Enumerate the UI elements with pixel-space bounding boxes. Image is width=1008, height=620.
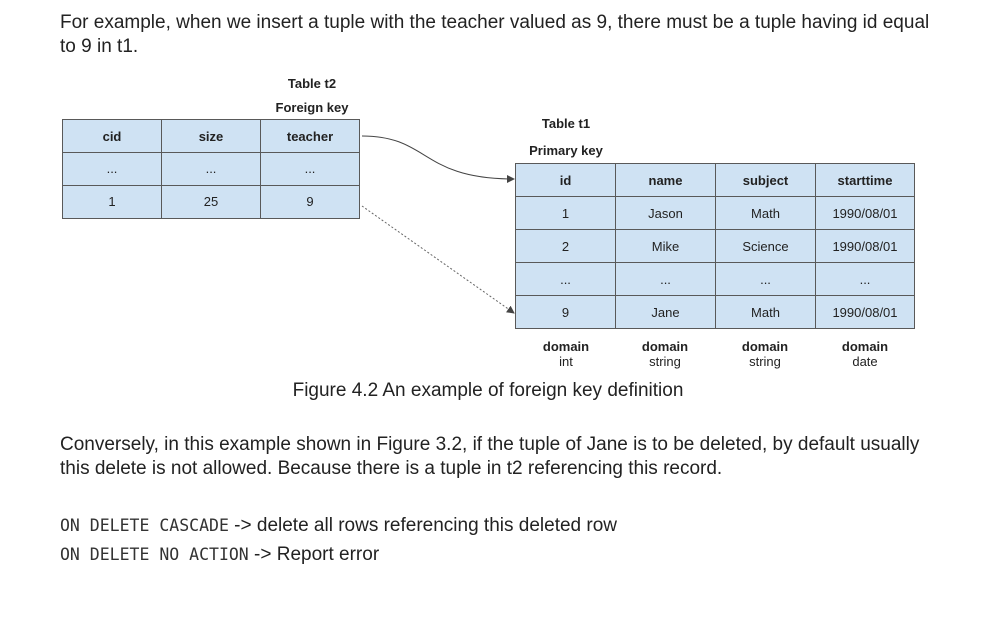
delete-paragraph: Conversely, in this example shown in Fig… [60, 434, 920, 479]
t1-cell: Jane [615, 295, 716, 329]
t1-cell: 9 [515, 295, 616, 329]
t1-cell: ... [515, 262, 616, 296]
value-reference-arrow [361, 205, 515, 314]
t2-cell: ... [260, 152, 360, 186]
t2-header-teacher: teacher [260, 119, 360, 153]
intro-paragraph: For example, when we insert a tuple with… [60, 12, 930, 57]
figure-caption: Figure 4.2 An example of foreign key def… [292, 380, 684, 401]
t1-cell: ... [815, 262, 915, 296]
no-action-description: -> Report error [248, 544, 380, 565]
t1-cell: Mike [615, 229, 716, 263]
t1-cell: ... [715, 262, 816, 296]
t2-cell: 9 [260, 185, 360, 219]
table-t1: id name subject starttime 1 Jason Math 1… [515, 163, 915, 329]
t1-header-subject: subject [715, 163, 816, 197]
t1-cell: Math [715, 295, 816, 329]
table-t2: cid size teacher ... ... ... 1 25 9 [62, 119, 360, 219]
t1-cell: 2 [515, 229, 616, 263]
cascade-code: ON DELETE CASCADE [60, 516, 229, 535]
t2-header-cid: cid [62, 119, 162, 153]
t2-cell: 25 [161, 185, 261, 219]
t2-key-label: Foreign key [275, 100, 349, 115]
t1-header-name: name [615, 163, 716, 197]
t1-cell: 1990/08/01 [815, 229, 915, 263]
t1-cell: 1 [515, 196, 616, 230]
t1-cell: Math [715, 196, 816, 230]
t2-title: Table t2 [287, 76, 337, 91]
cascade-description: -> delete all rows referencing this dele… [228, 515, 618, 536]
t1-title: Table t1 [541, 116, 591, 131]
t1-key-label: Primary key [529, 143, 603, 158]
t1-cell: ... [615, 262, 716, 296]
t1-cell: 1990/08/01 [815, 295, 915, 329]
t2-cell: ... [62, 152, 162, 186]
t1-header-starttime: starttime [815, 163, 915, 197]
no-action-option: ON DELETE NO ACTION -> Report error [60, 543, 379, 567]
cascade-option: ON DELETE CASCADE -> delete all rows ref… [60, 514, 617, 538]
t1-cell: Jason [615, 196, 716, 230]
foreign-key-arrow [361, 135, 515, 183]
t1-header-id: id [515, 163, 616, 197]
t2-header-size: size [161, 119, 261, 153]
no-action-code: ON DELETE NO ACTION [60, 545, 249, 564]
